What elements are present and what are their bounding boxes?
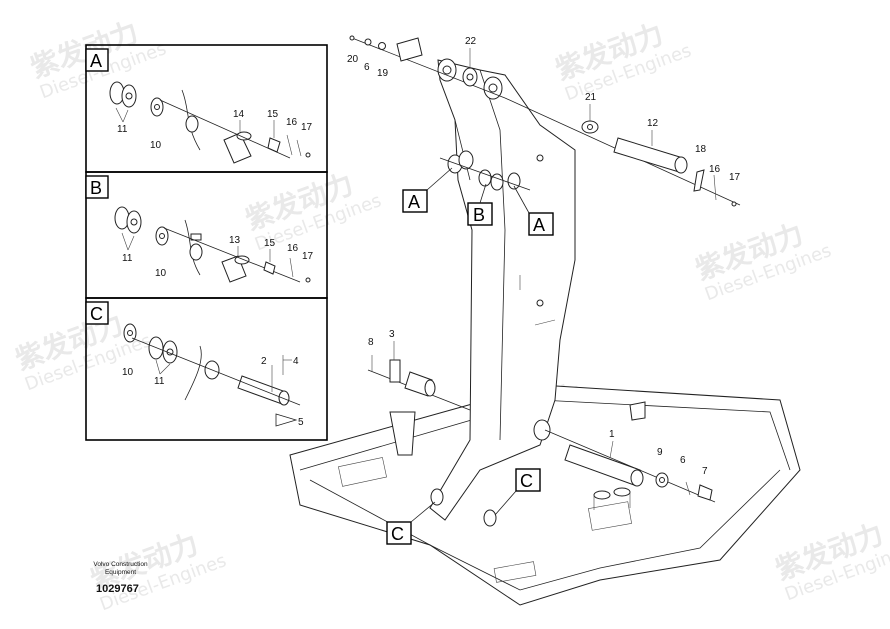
part-label: 14 xyxy=(233,109,245,120)
callout-letter: C xyxy=(391,524,404,544)
callout-letter: A xyxy=(408,192,420,212)
callout-letter: C xyxy=(520,471,533,491)
detail-panel-c: C 10 11 2 4 5 xyxy=(85,297,328,441)
part-label: 21 xyxy=(585,92,597,103)
detail-panel-a: A 11 10 14 15 16 17 xyxy=(85,44,328,173)
panel-letter: C xyxy=(90,304,103,324)
part-label: 10 xyxy=(150,140,162,151)
drawing-number: 1029767 xyxy=(96,583,139,595)
part-label: 17 xyxy=(729,172,741,183)
part-label: 15 xyxy=(264,238,276,249)
callout-a-left: A xyxy=(402,167,453,213)
panel-letter: A xyxy=(90,51,102,71)
callout-b: B xyxy=(467,183,493,226)
callout-c-left: C xyxy=(386,501,436,545)
part-label: 22 xyxy=(465,36,477,47)
part-label: 11 xyxy=(117,124,128,135)
part-label: 18 xyxy=(695,144,707,155)
part-label: 16 xyxy=(286,117,298,128)
part-label: 10 xyxy=(122,367,134,378)
part-label: 6 xyxy=(364,62,370,73)
part-label: 7 xyxy=(702,466,708,477)
callout-a-right: A xyxy=(513,185,554,236)
part-label: 13 xyxy=(229,235,241,246)
callout-c-right: C xyxy=(494,468,541,516)
part-label: 3 xyxy=(389,329,395,340)
part-label: 2 xyxy=(261,356,267,367)
part-label: 5 xyxy=(298,417,304,428)
part-label: 6 xyxy=(680,455,686,466)
detail-panel-b: B 11 10 13 15 16 17 xyxy=(85,171,328,299)
part-label: 16 xyxy=(709,164,721,175)
part-label: 10 xyxy=(155,268,167,279)
part-label: 8 xyxy=(368,337,374,348)
part-label: 17 xyxy=(301,122,313,133)
part-label: 16 xyxy=(287,243,299,254)
part-label: 15 xyxy=(267,109,279,120)
part-label: 4 xyxy=(293,356,299,367)
drawing-footer: Volvo Construction Equipment 1029767 xyxy=(78,561,163,595)
footer-company-sub: Equipment xyxy=(104,569,137,576)
footer-company: Volvo Construction xyxy=(93,561,148,568)
part-label: 20 xyxy=(347,54,359,65)
main-assembly-drawing: 20 6 19 22 21 12 18 16 17 8 3 1 9 6 7 A … xyxy=(289,35,801,606)
part-label: 11 xyxy=(154,376,165,387)
part-label: 19 xyxy=(377,68,389,79)
part-label: 17 xyxy=(302,251,314,262)
part-label: 11 xyxy=(122,253,133,264)
callout-letter: A xyxy=(533,215,545,235)
part-label: 9 xyxy=(657,447,663,458)
callout-letter: B xyxy=(473,205,485,225)
panel-letter: B xyxy=(90,178,102,198)
part-label: 1 xyxy=(609,429,615,440)
part-label: 12 xyxy=(647,118,659,129)
